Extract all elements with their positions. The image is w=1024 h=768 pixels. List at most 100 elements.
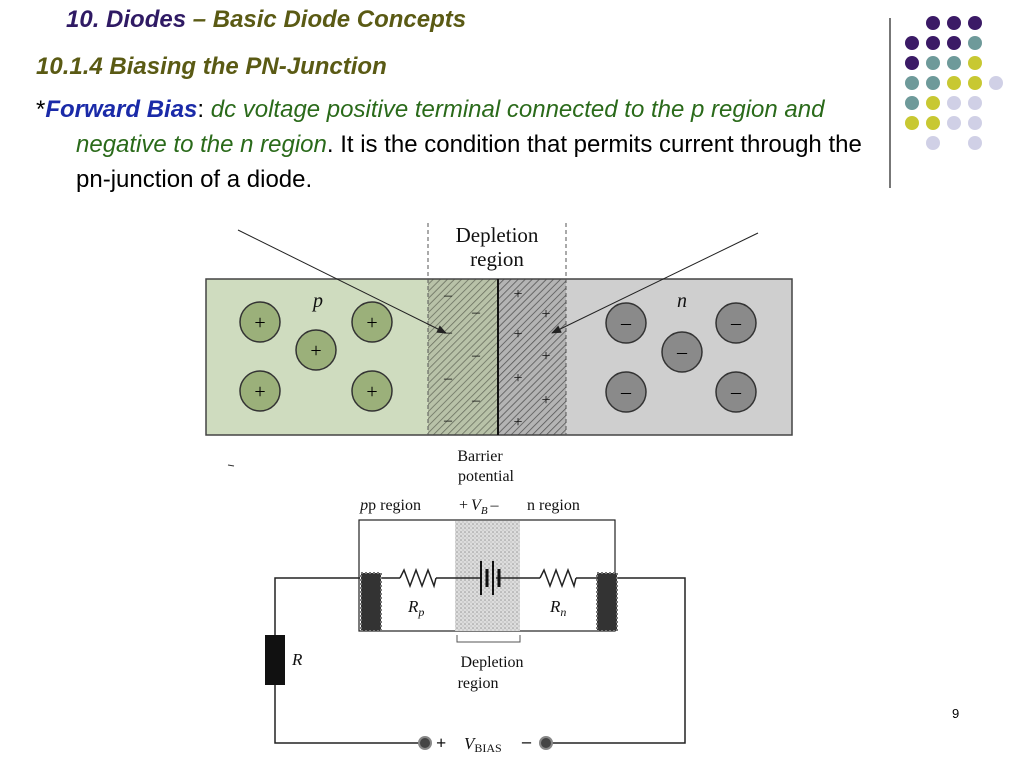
svg-text:–: – [676,341,688,363]
decor-dot [968,36,982,50]
svg-text:+: + [366,312,377,334]
depletion-charge: – [471,347,481,364]
decor-dot [947,56,961,70]
n-ion: – [661,331,703,373]
decor-dot [926,76,940,90]
svg-text:–: – [730,381,742,403]
svg-text:+: + [254,381,265,403]
depletion-charge: + [513,286,522,303]
p-ion: + [295,329,337,371]
vbias-positive-terminal [418,736,432,750]
depletion-charge: + [541,348,550,365]
p-ion: + [239,301,281,343]
pn-junction-block: Depletion region p n + + + + + – – – – –… [205,223,793,436]
depletion-charge: + [541,306,550,323]
p-contact [360,572,382,632]
decor-dot [926,56,940,70]
rp-resistor [399,567,437,589]
depletion-label-top-1: Depletion [456,223,539,247]
slide-title: 10. Diodes – Basic Diode Concepts [66,6,466,34]
rn-resistor [539,567,577,589]
depletion-charge: – [443,412,453,429]
decor-dot [947,116,961,130]
pn-junction-figure: Depletion region p n + + + + + – – – – –… [205,223,793,768]
forward-bias-definition: dc voltage positive terminal connected t… [76,96,825,158]
decor-dot [926,96,940,110]
svg-text:–: – [620,312,632,334]
decor-dot [905,56,919,70]
slide-subtitle: 10.1.4 Biasing the PN-Junction [36,53,387,80]
decor-dot [968,16,982,30]
condition-text: It is the condition that permits current… [76,131,862,193]
n-contact [596,572,618,632]
decor-dot [926,136,940,150]
depletion-arrow-right [551,232,759,334]
depletion-charge: + [541,392,550,409]
decor-dot [926,36,940,50]
n-region-circuit-label: n region [527,497,580,514]
barrier-label-2: potential [458,468,515,485]
depletion-charge: – [443,324,453,341]
decor-dot [968,116,982,130]
decor-divider-line [889,18,891,188]
decor-dot [947,16,961,30]
depletion-arrow-left [237,229,447,334]
series-resistor-label: R [291,650,303,669]
depletion-label-bottom-1: Depletion [460,654,523,671]
depletion-charge: + [513,414,522,431]
decor-dot [905,116,919,130]
depletion-label-bottom-2: region [458,675,499,692]
definition-period: . [326,131,334,158]
decor-dot [968,76,982,90]
depletion-charge: – [471,304,481,321]
term-colon: : [197,96,205,123]
n-region-label: n [677,290,687,312]
p-region-label: p [311,290,323,312]
vbias-minus: – [521,731,532,751]
decor-dot [947,96,961,110]
vbias-plus: + [436,733,446,753]
decor-dot [926,116,940,130]
vb-label: +VB– [459,497,500,517]
title-rest: Basic Diode Concepts [206,6,467,33]
page-number: 9 [952,706,960,721]
svg-text:+: + [254,312,265,334]
series-resistor [265,635,285,685]
depletion-p-side [428,279,498,435]
n-ion: – [715,302,757,344]
n-ion: – [605,371,647,413]
bullet-asterisk: * [36,96,46,123]
decor-dot [947,36,961,50]
vbias-negative-terminal [539,736,553,750]
vb-battery [480,561,501,595]
depletion-charge: – [443,370,453,387]
p-ion: + [351,370,393,412]
decor-dot [989,76,1003,90]
decor-dot [968,56,982,70]
decor-dot [968,96,982,110]
svg-text:–: – [730,312,742,334]
bias-circuit: Barrier potential pp region +VB– n regio… [227,448,716,768]
depletion-charge: + [513,326,522,343]
svg-text:–: – [620,381,632,403]
p-ion: + [351,301,393,343]
decor-dot [926,16,940,30]
title-number: 10. Diodes [66,6,187,33]
barrier-label-1: Barrier [457,448,503,465]
decor-dot [905,36,919,50]
svg-text:+: + [366,381,377,403]
decor-dot [905,96,919,110]
decor-dot [905,76,919,90]
depletion-charge: – [471,392,481,409]
n-ion: – [605,302,647,344]
vbias-label: VBIAS [464,734,502,755]
decor-dot [947,76,961,90]
p-ion: + [239,370,281,412]
depletion-charge: + [513,370,522,387]
depletion-charge: – [443,287,453,304]
forward-bias-term: Forward Bias [45,96,198,123]
p-region-circuit-label: pp region [359,497,421,514]
svg-text:+: + [310,340,321,362]
depletion-label-top-2: region [470,247,524,271]
n-ion: – [715,371,757,413]
